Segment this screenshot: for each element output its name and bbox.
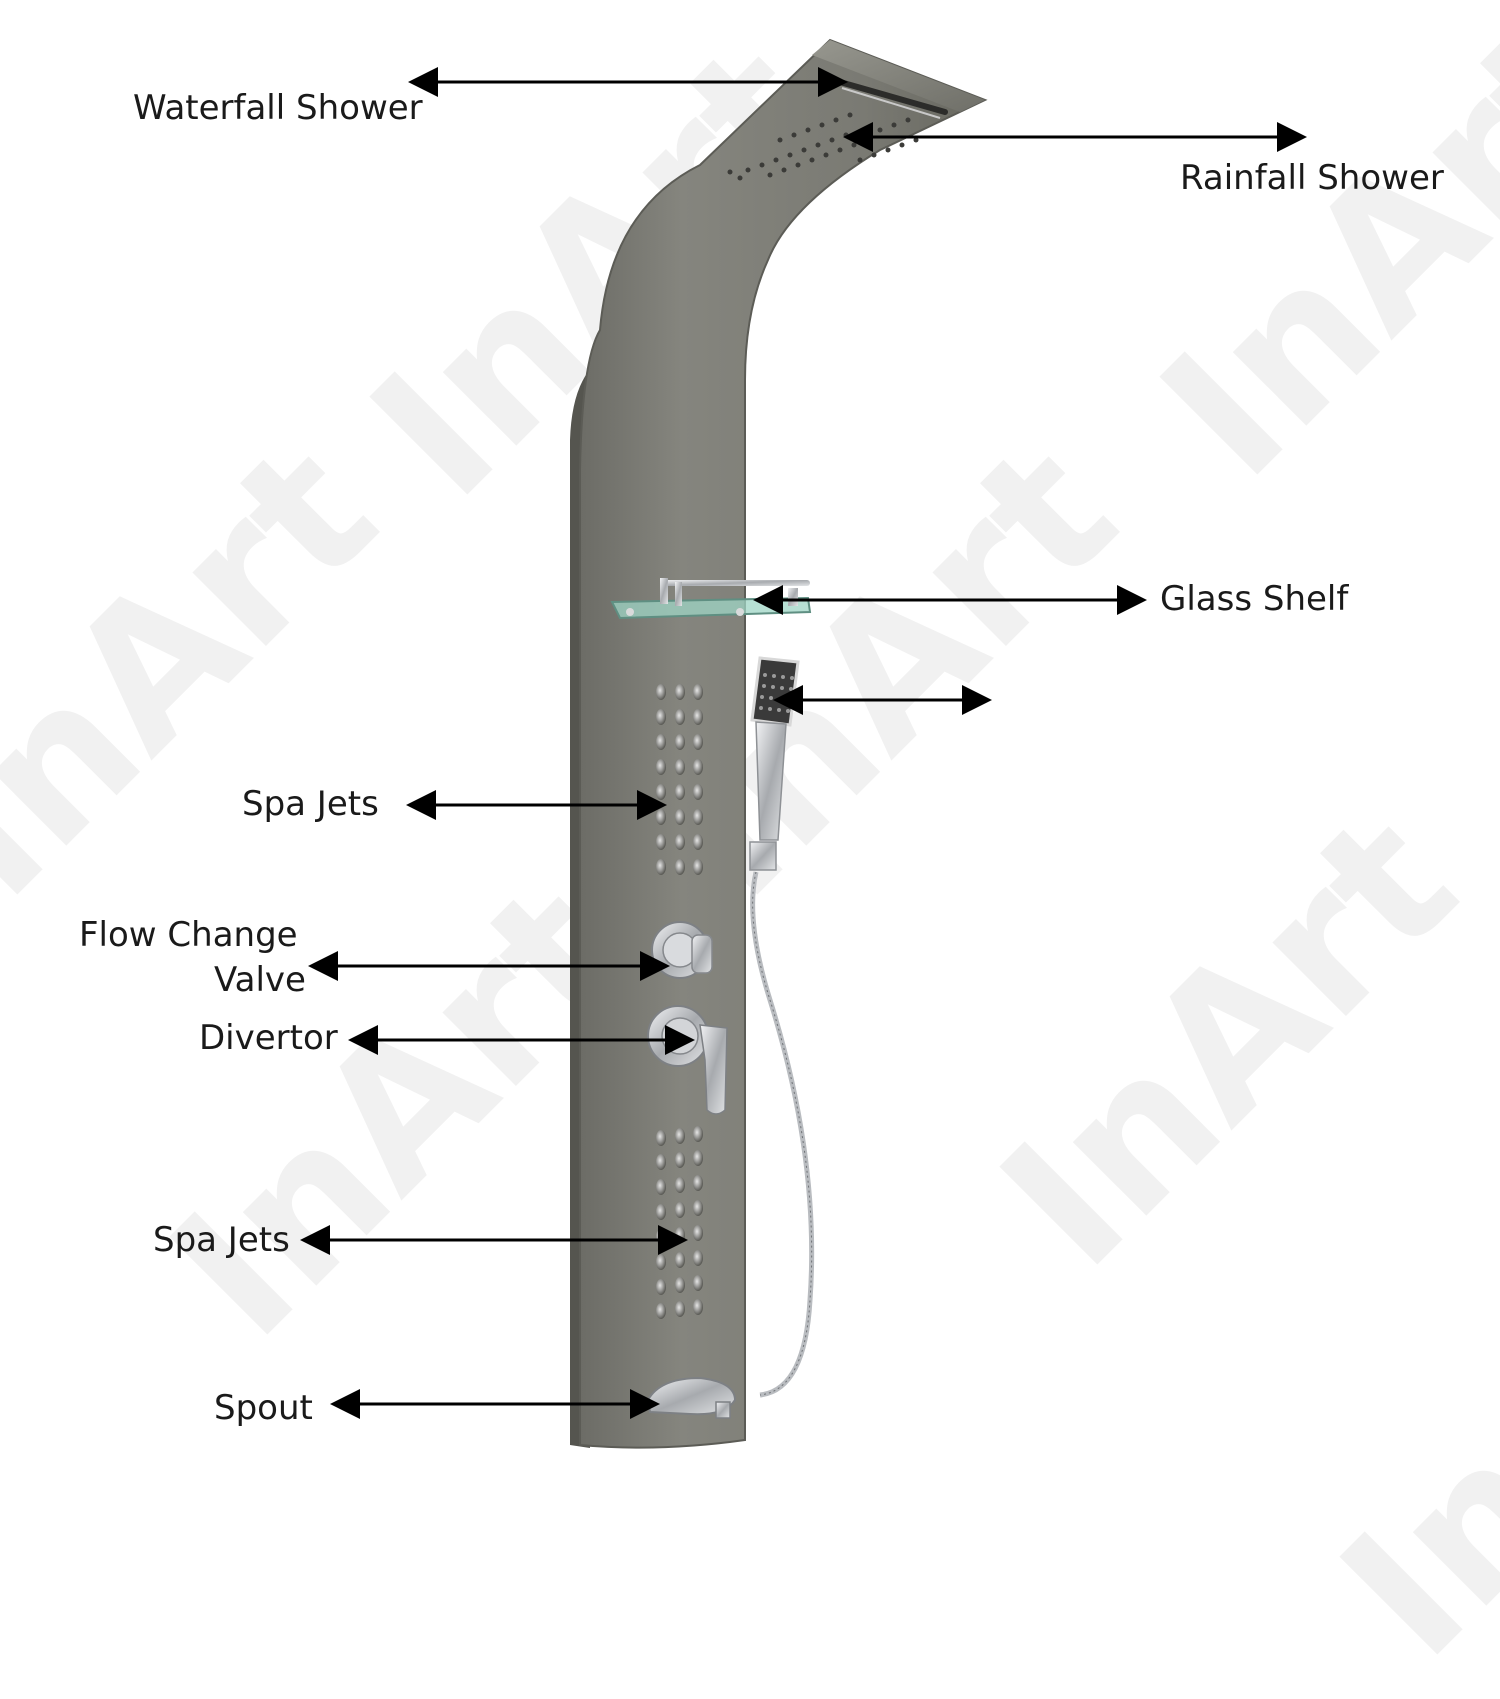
shower-panel-illustration [300,38,1307,1449]
label-flow-change-valve-line2: Valve [214,960,306,1000]
lower-spa-jets [656,1126,703,1319]
label-rainfall-shower: Rainfall Shower [1180,158,1444,198]
handheld-shower [749,656,800,871]
waterfall-slot [841,87,941,119]
label-spout: Spout [214,1388,313,1428]
shower-hose [750,871,815,1398]
label-flow-change-valve-line1: Flow Change [79,915,298,955]
label-spa-jets-lower: Spa Jets [153,1220,290,1260]
label-divertor: Divertor [199,1018,338,1058]
shower-head-top [812,40,985,112]
upper-spa-jets [656,684,703,875]
label-spa-jets-upper: Spa Jets [242,784,379,824]
spout [646,1376,737,1419]
callout-arrows [300,67,1307,1419]
rainfall-nozzles [727,112,919,181]
label-waterfall-shower: Waterfall Shower [133,88,423,128]
shower-panel [579,38,988,1449]
waterfall-slot [837,79,948,115]
label-glass-shelf: Glass Shelf [1160,579,1349,619]
